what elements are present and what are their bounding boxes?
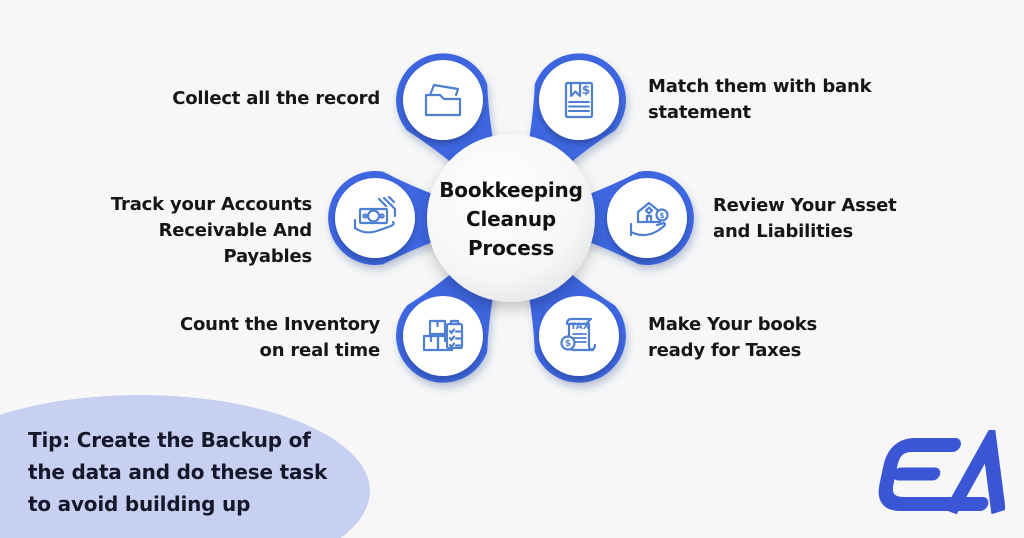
bank-statement-icon: $ <box>564 81 594 119</box>
label-match-bank-statement: Match them with bank statement <box>648 76 872 123</box>
label-track-receivables: Track your Accounts Receivable And Payab… <box>110 194 312 267</box>
icon-discs <box>335 60 687 376</box>
svg-text:$: $ <box>565 339 571 349</box>
center-title: Bookkeeping Cleanup Process <box>439 178 583 260</box>
svg-text:$: $ <box>659 211 664 220</box>
center-disc <box>427 134 595 302</box>
house-in-hand-icon: $ <box>629 201 669 237</box>
ea-logo: EA <box>855 420 1006 520</box>
svg-text:$: $ <box>582 83 590 97</box>
tax-scroll-icon: TAX $ <box>560 317 597 352</box>
label-collect-records: Collect all the record <box>172 88 380 109</box>
folder-icon <box>424 83 462 117</box>
label-count-inventory: Count the Inventory on real time <box>179 314 380 361</box>
tip-text: Tip: Create the Backup of the data and d… <box>28 428 328 516</box>
svg-text:TAX: TAX <box>570 322 589 332</box>
hands-money-icon <box>353 195 397 234</box>
ea-logo-graphic <box>878 420 1006 515</box>
inventory-boxes-icon <box>422 319 464 352</box>
label-review-assets: Review Your Asset and Liabilities <box>713 195 897 242</box>
label-books-for-taxes: Make Your books ready for Taxes <box>648 314 818 361</box>
